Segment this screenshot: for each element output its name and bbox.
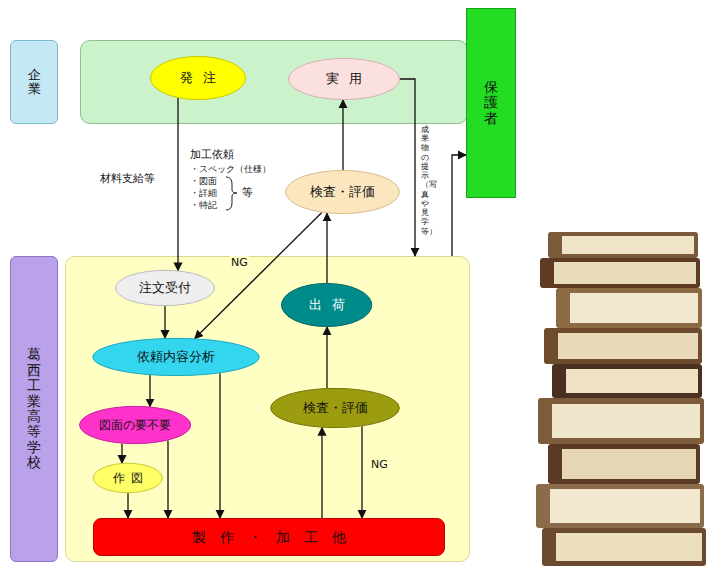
curly-brace [226, 177, 237, 210]
band-heading-box: 葛西工業高等学校 [10, 256, 58, 562]
note-text: ・スペック（仕様） [190, 164, 271, 175]
book-pages [550, 489, 700, 523]
organization-band: 葛西工業高等学校注文受付出荷依頼内容分析検査・評価図面の要不要作図製作・加工他 [65, 256, 470, 562]
node-label: 作図 [107, 471, 149, 485]
node-label: 保護者 [484, 80, 498, 126]
process-ellipse: 発注 [150, 56, 246, 100]
ellipse-shape [93, 338, 259, 375]
process-ellipse: 作図 [93, 463, 163, 493]
ellipse-shape [271, 388, 400, 427]
node-label: 発注 [169, 70, 226, 86]
process-ellipse: 検査・評価 [285, 170, 400, 214]
book-pages [552, 404, 700, 438]
flow-arrow [121, 444, 122, 464]
book-pages [554, 262, 696, 284]
edge-label: NG [230, 256, 249, 269]
band-ground [80, 40, 468, 124]
book [542, 528, 706, 566]
book-cover [544, 328, 702, 364]
decision-ellipse: 図面の要不要 [79, 406, 191, 444]
ellipse-shape [289, 58, 400, 99]
flow-arrow [167, 440, 168, 518]
node-label: 実用 [315, 71, 372, 87]
process-ellipse: 注文受付 [115, 270, 215, 306]
process-ellipse: 出荷 [281, 283, 372, 327]
band-heading: 葛西工業高等学校 [27, 347, 41, 470]
book-pages [562, 236, 694, 254]
book-cover [538, 398, 704, 444]
flow-arrow [361, 426, 362, 518]
node-label: 製作・加工他 [178, 529, 360, 546]
flow-arrow [219, 373, 220, 518]
ellipse-shape [150, 56, 245, 99]
process-ellipse: 検査・評価 [270, 388, 400, 428]
book [548, 444, 700, 484]
note-text: 等 [242, 186, 253, 199]
node-label: 検査・評価 [303, 400, 368, 416]
node-label: 検査・評価 [310, 184, 375, 200]
book [548, 232, 698, 258]
book-cover [556, 288, 702, 328]
flow-arrow [177, 98, 178, 271]
book-cover [548, 232, 698, 258]
book-cover [536, 484, 704, 528]
organization-band: 企業発注実用 [80, 40, 468, 124]
book-pages [566, 369, 698, 393]
book-cover [548, 444, 700, 484]
node-label: 出荷 [298, 297, 355, 313]
note-text: ・特記 [190, 200, 217, 211]
book-pages [562, 449, 696, 479]
book-cover [540, 258, 700, 288]
book [540, 258, 700, 288]
book-pages [556, 533, 702, 561]
party-box: 保護者 [466, 8, 516, 198]
flow-arrow [127, 493, 128, 518]
edge-label: NG [370, 458, 389, 471]
flow-arrow [452, 155, 466, 256]
flow-arrow [149, 375, 150, 407]
flow-arrow [164, 306, 165, 338]
ellipse-shape [94, 463, 163, 492]
book-pages [570, 293, 698, 323]
book [552, 364, 702, 398]
note-text: 材料支給等 [100, 172, 155, 185]
ellipse-shape [282, 283, 372, 326]
process-ellipse: 実用 [288, 58, 400, 100]
ellipse-shape [286, 170, 400, 213]
node-label: 図面の要不要 [99, 418, 171, 432]
flow-arrow [326, 327, 327, 388]
process-ellipse: 依頼内容分析 [92, 338, 260, 376]
flow-arrow [321, 428, 322, 518]
node-label: 注文受付 [139, 280, 191, 296]
note-text: 加工依頼 [190, 148, 234, 161]
book [538, 398, 704, 444]
vertical-note: 成果物の提示（写真や見学等） [421, 125, 429, 236]
book-pages [558, 333, 698, 359]
book-cover [552, 364, 702, 398]
book-cover [542, 528, 706, 566]
book [536, 484, 704, 528]
book [544, 328, 702, 364]
ellipse-shape [116, 270, 215, 305]
node-label: 依頼内容分析 [137, 349, 215, 365]
flow-arrow [342, 100, 343, 170]
band-heading: 企業 [28, 68, 41, 97]
note-text: ・詳細 [190, 188, 217, 199]
book [556, 288, 702, 328]
band-heading-box: 企業 [10, 40, 58, 124]
process-box: 製作・加工他 [93, 518, 445, 556]
flow-arrow [326, 213, 327, 283]
ellipse-shape [79, 406, 190, 443]
note-text: ・図面 [190, 176, 217, 187]
